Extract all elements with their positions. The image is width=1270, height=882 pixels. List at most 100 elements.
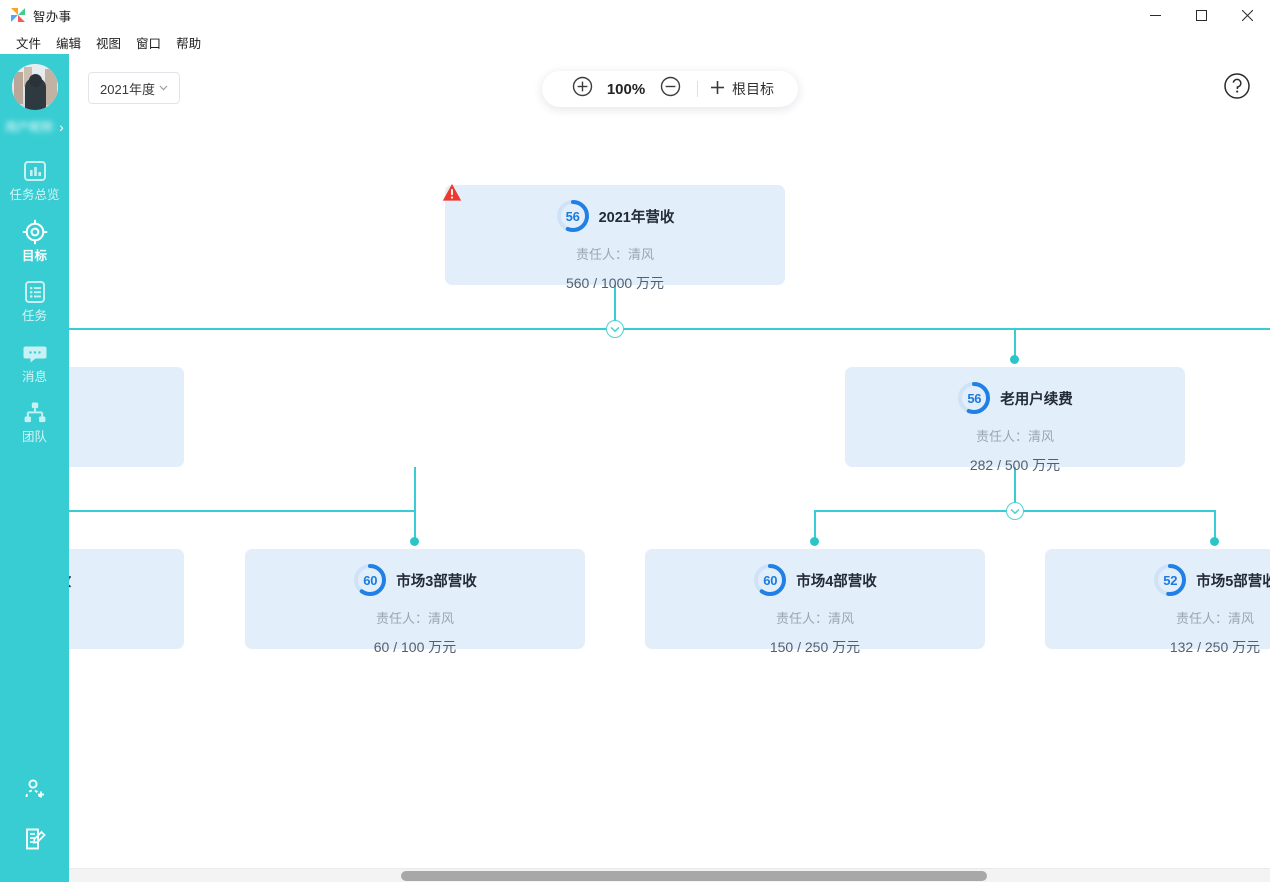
sidebar-bottom-actions (0, 764, 69, 882)
window-controls (1132, 0, 1270, 30)
goal-card-dept-partial[interactable]: 市场2部营收 (69, 549, 184, 649)
goal-card-header: 60 市场4部营收 (753, 563, 877, 597)
menu-item-view[interactable]: 视图 (96, 36, 122, 51)
goal-card-owner: 责任人：清风 (375, 611, 454, 626)
goal-card-metric: 150 / 250 万元 (769, 639, 861, 655)
add-root-goal-label: 根目标 (732, 81, 774, 97)
goal-card-owner: 责任人：清风 (1175, 611, 1254, 626)
tree-node-dot (410, 537, 419, 546)
sidebar-item-team[interactable]: 团队 (0, 391, 69, 452)
edit-note-button[interactable] (0, 814, 69, 864)
menu-bar: 文件 编辑 视图 窗口 帮助 (0, 30, 1270, 54)
sidebar-item-goals[interactable]: 目标 (0, 210, 69, 271)
collapse-toggle-renewal[interactable] (1006, 502, 1024, 520)
help-button[interactable] (1223, 72, 1253, 102)
progress-value: 60 (763, 572, 778, 588)
year-select-value: 2021年度 (100, 81, 155, 97)
goal-card-metric: 282 / 500 万元 (969, 457, 1061, 473)
edit-note-icon (22, 826, 48, 852)
zoom-in-button[interactable] (565, 72, 599, 106)
progress-ring: 60 (753, 563, 787, 597)
goal-tree: 56 2021年营收 责任人：清风 560 / 1000 万元 (69, 54, 1270, 854)
menu-item-file[interactable]: 文件 (16, 36, 42, 51)
goal-card-dept5[interactable]: 52 市场5部营收 责任人：清风 132 / 250 万元 (1045, 549, 1270, 655)
tree-edge (814, 510, 816, 541)
avatar-photo-icon (11, 64, 58, 110)
list-icon (22, 279, 48, 305)
maximize-button[interactable] (1178, 0, 1224, 30)
chevron-down-icon (159, 83, 168, 94)
app-title: 智办事 (33, 9, 72, 24)
tree-edge (1014, 467, 1016, 511)
sidebar-item-messages[interactable]: 消息 (0, 331, 69, 392)
tree-edge (1014, 328, 1016, 360)
tree-edge (1214, 510, 1216, 541)
progress-value: 52 (1163, 572, 1178, 588)
minimize-button[interactable] (1132, 0, 1178, 30)
goal-card-title: 市场5部营收 (1196, 573, 1270, 590)
chat-icon (22, 340, 48, 366)
goal-card-metric: 60 / 100 万元 (373, 639, 457, 655)
tree-node-dot (1010, 355, 1019, 364)
tree-edge (414, 510, 416, 541)
progress-ring: 56 (957, 381, 991, 415)
horizontal-scrollbar-thumb[interactable] (401, 871, 987, 881)
goal-card-left-partial[interactable]: 新客户拓展 (69, 367, 184, 467)
avatar[interactable] (11, 64, 58, 110)
goal-card-header: 56 老用户续费 (957, 381, 1073, 415)
close-button[interactable] (1224, 0, 1270, 30)
menu-item-help[interactable]: 帮助 (176, 36, 202, 51)
sidebar-nav: 任务总览 目标 (0, 149, 69, 452)
goal-card-header: 60 市场3部营收 (353, 563, 477, 597)
zoom-in-circle-icon (572, 76, 593, 102)
zoom-out-button[interactable] (653, 72, 687, 106)
sidebar-item-team-label: 团队 (21, 430, 47, 444)
toolbar-divider (697, 81, 698, 97)
sidebar-item-tasks[interactable]: 任务 (0, 270, 69, 331)
warning-triangle-icon[interactable] (442, 183, 462, 207)
add-user-icon (22, 776, 48, 802)
add-root-goal-button[interactable]: 根目标 (710, 79, 774, 99)
progress-ring: 60 (353, 563, 387, 597)
app-logo-icon (10, 7, 26, 23)
goal-card-owner: 责任人：清风 (575, 247, 654, 262)
goal-card-owner: 责任人：清风 (775, 611, 854, 626)
goal-card-title: 市场4部营收 (796, 573, 877, 590)
goal-card-root[interactable]: 56 2021年营收 责任人：清风 560 / 1000 万元 (445, 185, 785, 291)
tree-edge (614, 285, 616, 329)
goal-card-metric: 560 / 1000 万元 (565, 275, 665, 291)
menu-item-window[interactable]: 窗口 (136, 36, 162, 51)
horizontal-scrollbar[interactable] (69, 868, 1270, 882)
goal-card-renewal[interactable]: 56 老用户续费 责任人：清风 282 / 500 万元 (845, 367, 1185, 473)
progress-value: 60 (363, 572, 378, 588)
sidebar-item-messages-label: 消息 (21, 369, 47, 384)
plus-icon (710, 80, 725, 98)
goal-card-title: 市场2部营收 (69, 570, 71, 591)
goal-card-title: 2021年营收 (598, 209, 675, 226)
progress-value: 56 (565, 208, 580, 224)
goal-card-metric: 132 / 250 万元 (1169, 639, 1261, 655)
goal-card-header: 52 市场5部营收 (1153, 563, 1270, 597)
chevron-right-icon: › (59, 118, 64, 135)
goal-card-dept3[interactable]: 60 市场3部营收 责任人：清风 60 / 100 万元 (245, 549, 585, 655)
goal-card-title: 老用户续费 (1000, 391, 1073, 408)
goal-card-dept4[interactable]: 60 市场4部营收 责任人：清风 150 / 250 万元 (645, 549, 985, 655)
add-user-button[interactable] (0, 764, 69, 814)
chart-bar-icon (22, 158, 48, 184)
tree-node-dot (1210, 537, 1219, 546)
user-name: 用户昵称 (5, 120, 54, 134)
target-icon (22, 219, 48, 245)
tree-edge (69, 328, 1270, 330)
goal-card-header: 56 2021年营收 (556, 199, 675, 233)
zoom-toolbar: 100% 根目标 (542, 71, 798, 107)
tree-edge (69, 510, 414, 512)
progress-value: 56 (967, 390, 982, 406)
sidebar-item-overview[interactable]: 任务总览 (0, 149, 69, 210)
menu-item-edit[interactable]: 编辑 (56, 36, 82, 51)
collapse-toggle-root[interactable] (606, 320, 624, 338)
sidebar-item-overview-label: 任务总览 (9, 188, 60, 202)
sidebar-user-row[interactable]: 用户昵称 › (0, 118, 69, 135)
goal-card-owner: 责任人：清风 (975, 429, 1054, 444)
progress-ring: 56 (556, 199, 590, 233)
year-select[interactable]: 2021年度 (88, 72, 180, 104)
